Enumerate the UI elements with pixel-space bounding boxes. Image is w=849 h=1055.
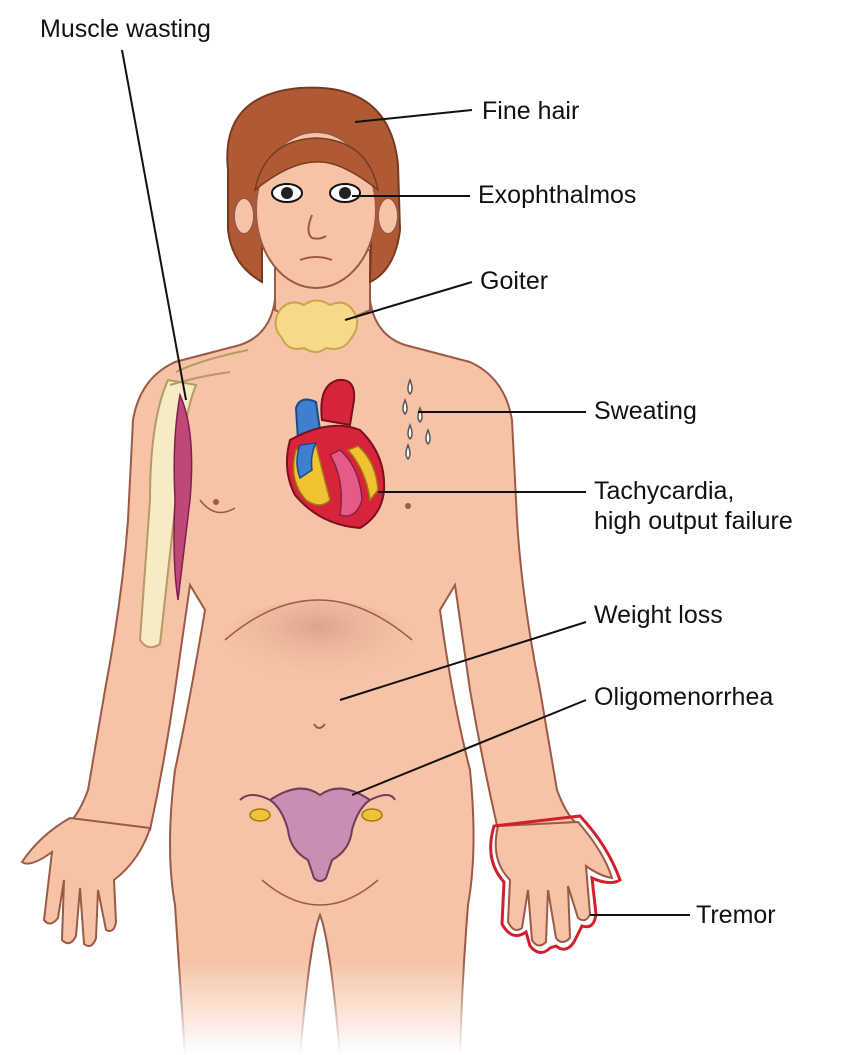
- leader-muscle-wasting: [122, 50, 186, 400]
- label-oligomenorrhea: Oligomenorrhea: [594, 682, 773, 712]
- label-goiter: Goiter: [480, 266, 548, 296]
- body-figure: [0, 250, 849, 1055]
- bottom-fade: [0, 960, 849, 1055]
- heart-aorta: [321, 380, 354, 425]
- sweat-drop: [418, 408, 422, 422]
- sweat-drop: [403, 400, 407, 414]
- head: [227, 88, 400, 288]
- label-tachycardia: Tachycardia, high output failure: [594, 476, 793, 536]
- label-muscle-wasting: Muscle wasting: [40, 14, 211, 44]
- label-fine-hair: Fine hair: [482, 96, 579, 126]
- left-ear: [234, 198, 254, 234]
- label-exophthalmos: Exophthalmos: [478, 180, 636, 210]
- label-weight-loss: Weight loss: [594, 600, 723, 630]
- right-nipple: [405, 503, 411, 509]
- abdomen-shading: [223, 600, 413, 690]
- right-ovary: [362, 809, 382, 821]
- sweat-drop: [426, 430, 430, 444]
- left-ovary: [250, 809, 270, 821]
- sweat-drop: [406, 445, 410, 459]
- right-ear: [378, 198, 398, 234]
- sweat-drop: [408, 425, 412, 439]
- label-sweating: Sweating: [594, 396, 697, 426]
- right-hand: [496, 822, 612, 946]
- left-nipple: [213, 499, 219, 505]
- left-hand: [22, 818, 150, 946]
- right-eye: [330, 184, 360, 202]
- goiter-gland: [275, 301, 357, 353]
- left-eye: [272, 184, 302, 202]
- label-tremor: Tremor: [696, 900, 776, 930]
- sweat-drop: [408, 380, 412, 394]
